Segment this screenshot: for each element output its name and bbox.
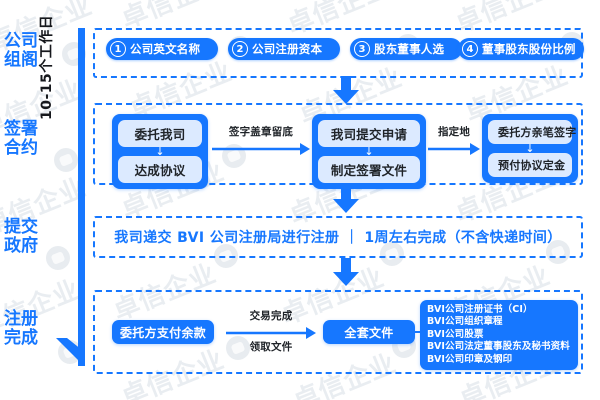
process-card-top-label: 委托我司 xyxy=(118,120,202,147)
process-card-top-label: 委托方亲笔签字 xyxy=(488,120,576,144)
requirement-pill-2[interactable]: 2 公司注册资本 xyxy=(228,38,340,60)
step-number-badge: 1 xyxy=(110,41,126,57)
document-list: BVI公司注册证书（CI） BVI公司组织章程 BVI公司股票 BVI公司法定董… xyxy=(420,300,578,371)
step-number-badge: 3 xyxy=(354,41,370,57)
inner-down-arrow-icon: ↓ xyxy=(525,142,535,155)
connector-label-3-line1: 交易完成 xyxy=(249,310,293,322)
requirement-label: 董事股东股份比例 xyxy=(482,42,576,56)
section-down-arrow-icon xyxy=(333,76,359,104)
document-list-item: BVI公司法定董事股东及秘书资料 xyxy=(427,341,570,353)
document-list-item: BVI公司股票 xyxy=(427,328,484,340)
stage-label-submit-government: 提交 政府 xyxy=(4,218,52,256)
stage-label-company-formation: 公司 组阁 xyxy=(4,32,52,70)
connector-label-2: 指定地 xyxy=(437,126,471,138)
inner-down-arrow-icon: ↓ xyxy=(364,145,374,158)
process-card-entrust[interactable]: 委托我司 ↓ 达成协议 xyxy=(112,114,208,189)
connector-arrow-2-icon xyxy=(428,141,480,155)
stage-label-line1: 签署 xyxy=(4,119,38,139)
connector-arrow-3-icon xyxy=(226,325,316,339)
stage-label-line2: 完成 xyxy=(4,328,38,348)
document-list-item: BVI公司注册证书（CI） xyxy=(427,304,533,315)
process-card-bottom-label: 达成协议 xyxy=(118,156,202,183)
section-down-arrow-icon xyxy=(333,258,359,286)
government-submission-text: 我司递交 BVI 公司注册局进行注册 ｜ 1周左右完成（不含快递时间） xyxy=(114,230,562,246)
stage-label-line1: 注册 xyxy=(4,309,38,329)
stage-label-sign-contract: 签署 合约 xyxy=(4,120,52,158)
connector-arrow-1-icon xyxy=(212,141,310,155)
connector-label-3-line2: 领取文件 xyxy=(249,341,293,353)
step-number-badge: 2 xyxy=(232,41,248,57)
doc-list-connector-line xyxy=(415,331,421,333)
requirement-pill-3[interactable]: 3 股东董事人选 xyxy=(350,38,462,60)
requirement-label: 股东董事人选 xyxy=(374,42,445,56)
requirement-label: 公司注册资本 xyxy=(252,42,323,56)
stage-label-line2: 政府 xyxy=(4,236,38,256)
timeline-arrowhead-icon xyxy=(56,336,90,370)
stage-label-registration-complete: 注册 完成 xyxy=(4,310,52,348)
stage-label-line1: 提交 xyxy=(4,217,38,237)
requirement-pill-1[interactable]: 1 公司英文名称 xyxy=(106,38,218,60)
stage-label-line2: 组阁 xyxy=(4,50,38,70)
timeline-duration-label: 10-15个工作日 xyxy=(39,14,55,120)
process-card-bottom-label: 制定签署文件 xyxy=(318,156,420,183)
section-box-submit-government xyxy=(93,216,583,258)
process-card-submit-application[interactable]: 我司提交申请 ↓ 制定签署文件 xyxy=(312,114,426,189)
section-down-arrow-icon xyxy=(333,185,359,213)
stage-label-line2: 合约 xyxy=(4,138,38,158)
document-list-item: BVI公司组织章程 xyxy=(427,316,503,328)
process-card-signature[interactable]: 委托方亲笔签字 ↓ 预付协议定金 xyxy=(482,114,578,183)
section-box-registration-complete xyxy=(93,290,583,374)
process-card-bottom-label: 预付协议定金 xyxy=(488,153,572,177)
process-card-top-label: 我司提交申请 xyxy=(318,120,420,147)
stage-label-line1: 公司 xyxy=(4,31,38,51)
timeline-vertical-bar xyxy=(78,28,85,366)
connector-label-1: 签字盖章留底 xyxy=(228,126,294,138)
step-number-badge: 4 xyxy=(462,41,478,57)
full-documents-pill[interactable]: 全套文件 xyxy=(323,320,415,344)
inner-down-arrow-icon: ↓ xyxy=(155,145,165,158)
payment-pill[interactable]: 委托方支付余款 xyxy=(112,320,214,344)
requirement-pill-4[interactable]: 4 董事股东股份比例 xyxy=(458,38,584,60)
document-list-item: BVI公司印章及钢印 xyxy=(427,353,513,365)
requirement-label: 公司英文名称 xyxy=(130,42,201,56)
